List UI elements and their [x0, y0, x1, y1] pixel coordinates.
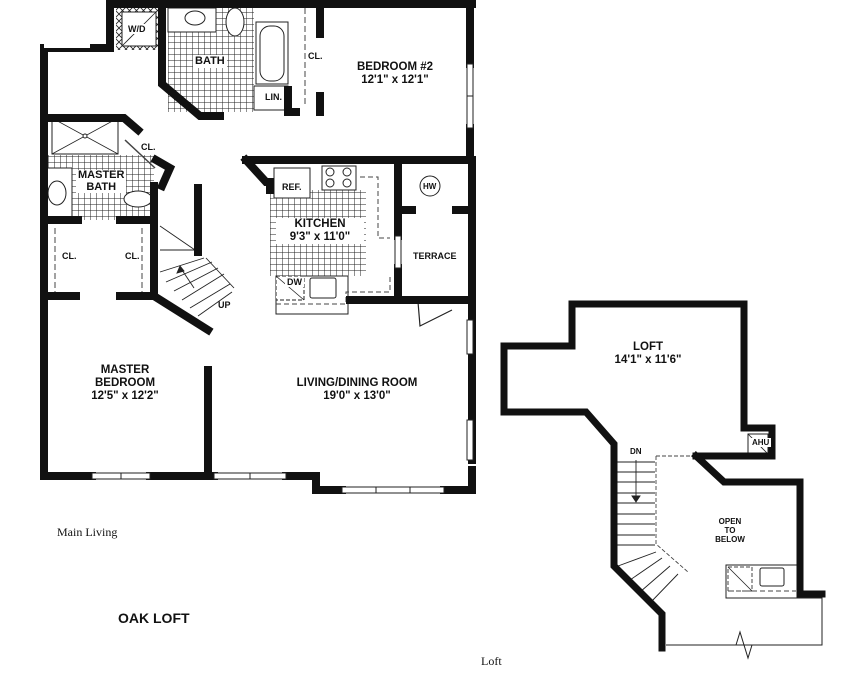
label-terrace: TERRACE: [413, 251, 457, 261]
level-label-main-living: Main Living: [57, 525, 118, 539]
master-bath-line1: MASTER: [78, 169, 125, 181]
label-open-to-below: OPEN TO BELOW: [710, 517, 750, 545]
water-heater-icon: [419, 175, 441, 197]
label-stairs-up: UP: [218, 300, 231, 310]
loft-size: 14'1" x 11'6": [614, 354, 682, 367]
label-stairs-down: DN: [630, 447, 642, 456]
loft-sink-icon: [759, 567, 785, 587]
loft-walls: [500, 300, 826, 652]
label-bath: BATH: [193, 55, 227, 68]
label-ahu: AHU: [750, 438, 772, 448]
master-bath-line2: BATH: [86, 180, 117, 193]
loft-name: LOFT: [632, 341, 664, 353]
label-dishwasher: DW: [285, 277, 304, 288]
label-water-heater: HW: [423, 182, 437, 191]
master-bedroom-size: 12'5" x 12'2": [91, 390, 159, 403]
label-wd: W/D: [126, 24, 148, 35]
kitchen-sink-icon: [309, 277, 337, 299]
label-loft: LOFT 14'1" x 11'6": [608, 341, 688, 367]
bathtub-icon: [259, 25, 285, 82]
open-line3: BELOW: [715, 535, 745, 545]
label-bedroom2: BEDROOM #2 12'1" x 12'1": [340, 61, 450, 87]
refrigerator-icon: [273, 167, 311, 199]
main-walls: [40, 0, 476, 494]
label-bedroom2-closet: CL.: [308, 51, 323, 61]
kitchen-size: 9'3" x 11'0": [289, 231, 351, 244]
living-dining-name: LIVING/DINING ROOM: [296, 377, 418, 389]
label-closet-right: CL.: [125, 251, 140, 261]
master-bedroom-line1: MASTER: [100, 364, 150, 376]
living-dining-size: 19'0" x 13'0": [323, 390, 391, 403]
loft-stairs: [616, 455, 694, 604]
loft-plan: [500, 300, 826, 660]
label-master-bedroom: MASTER BEDROOM 12'5" x 12'2": [80, 364, 170, 404]
master-bath-sink-icon: [47, 180, 67, 206]
open-line2: TO: [724, 526, 736, 536]
label-refrigerator: REF.: [282, 182, 302, 192]
main-windows: [44, 44, 474, 494]
bath-sink-icon: [184, 10, 206, 26]
master-bath-toilet-icon: [123, 190, 153, 208]
kitchen-name: KITCHEN: [294, 218, 346, 230]
label-master-bath: MASTER BATH: [76, 169, 127, 194]
label-kitchen: KITCHEN 9'3" x 11'0": [276, 218, 364, 245]
main-stairs: [159, 225, 235, 317]
open-line1: OPEN: [718, 517, 742, 526]
plan-title: OAK LOFT: [118, 610, 190, 626]
label-living-dining: LIVING/DINING ROOM 19'0" x 13'0": [282, 377, 432, 403]
level-label-loft: Loft: [481, 654, 502, 668]
bedroom2-name: BEDROOM #2: [356, 61, 434, 73]
bedroom2-size: 12'1" x 12'1": [361, 74, 429, 87]
bath-toilet-icon: [225, 7, 245, 37]
master-bedroom-line2: BEDROOM: [94, 377, 156, 390]
label-linen-closet: LIN.: [263, 92, 284, 103]
label-closet-left: CL.: [62, 251, 77, 261]
label-hall-closet: CL.: [141, 142, 156, 152]
